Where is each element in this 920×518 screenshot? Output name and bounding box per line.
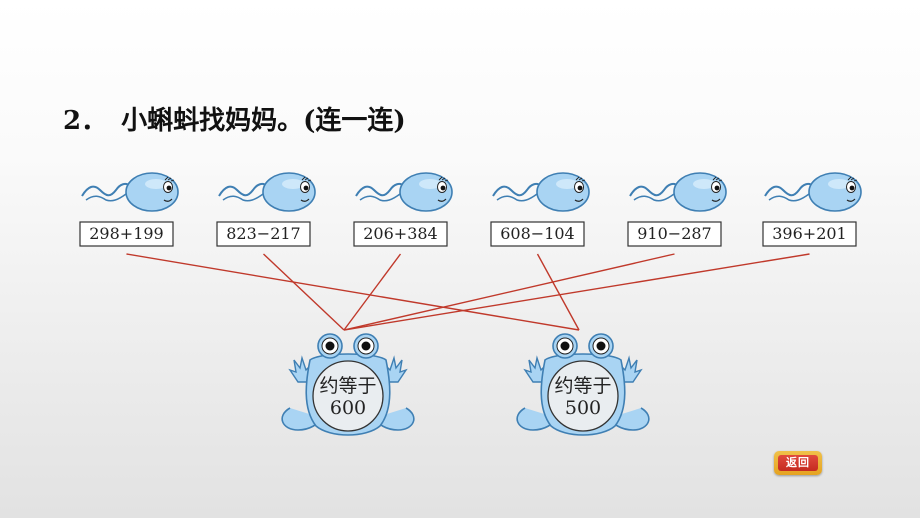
tadpole-icon: [629, 172, 727, 212]
connection-lines: [126, 253, 810, 331]
expression-text: 823−217: [226, 224, 300, 243]
connection-line: [263, 253, 345, 331]
tadpole-icon: [81, 172, 179, 212]
question-number: 2．: [63, 106, 108, 136]
question-text: 小蝌蚪找妈妈。(连一连): [121, 106, 406, 136]
tadpole[interactable]: 298+199: [79, 172, 179, 247]
tadpole[interactable]: 910−287: [627, 172, 727, 247]
tadpole[interactable]: 206+384: [353, 172, 453, 247]
connection-line: [536, 253, 580, 331]
expression-text: 910−287: [637, 224, 711, 243]
tadpole-icon: [218, 172, 316, 212]
tadpole-row: 298+199 823−217 206+384 608−104 910−287 396+2…: [79, 172, 862, 247]
expression-box: [79, 221, 174, 247]
expression-box: [762, 221, 857, 247]
tadpole[interactable]: 396+201: [762, 172, 862, 247]
frog-value: 600: [330, 397, 366, 419]
connection-line: [343, 253, 810, 331]
tadpole-icon: [355, 172, 453, 212]
expression-box: [353, 221, 448, 247]
tadpole[interactable]: 823−217: [216, 172, 316, 247]
expression-text: 396+201: [772, 224, 846, 243]
tadpole-icon: [492, 172, 590, 212]
connection-line: [343, 253, 402, 331]
return-button-label: 返回: [778, 455, 818, 471]
tadpole[interactable]: 608−104: [490, 172, 590, 247]
expression-box: [490, 221, 585, 247]
frog-label: 约等于: [554, 375, 611, 397]
connection-line: [343, 253, 675, 331]
frog-label: 约等于: [319, 375, 376, 397]
expression-box: [216, 221, 311, 247]
question-title: 2． 小蝌蚪找妈妈。(连一连): [63, 100, 406, 137]
expression-text: 298+199: [89, 224, 163, 243]
connection-line: [126, 253, 580, 331]
expression-box: [627, 221, 722, 247]
frog-value: 500: [565, 397, 601, 419]
tadpole-icon: [764, 172, 862, 212]
return-button[interactable]: 返回: [774, 451, 822, 475]
expression-text: 206+384: [363, 224, 437, 243]
expression-text: 608−104: [500, 224, 574, 243]
